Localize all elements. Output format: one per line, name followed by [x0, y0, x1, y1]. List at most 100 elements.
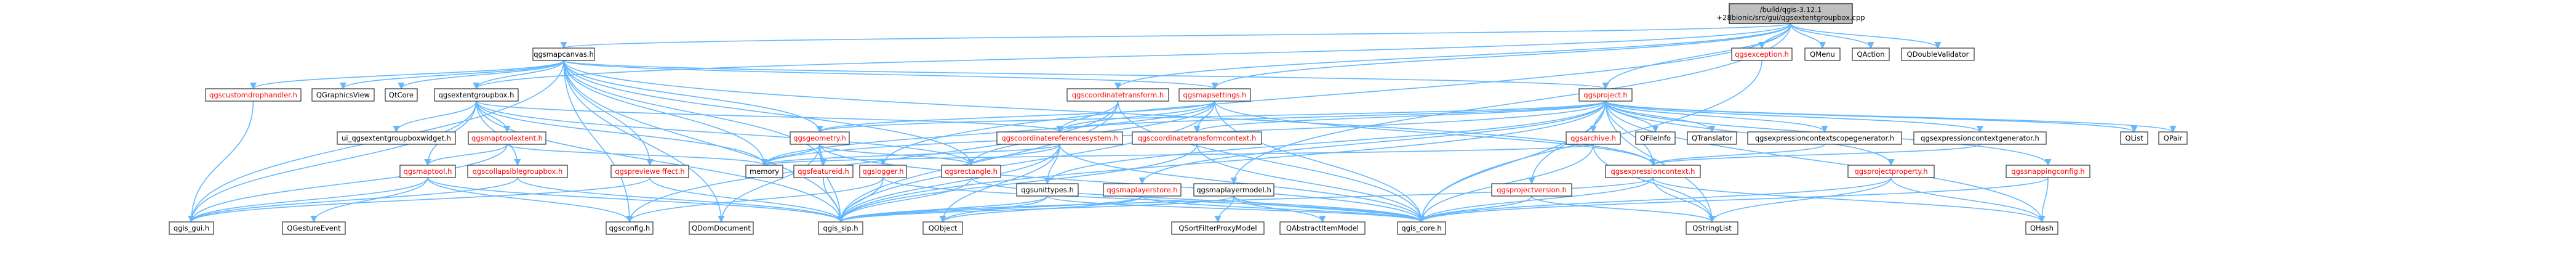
- node-qmenu[interactable]: QMenu: [1804, 47, 1841, 61]
- edge-qgsprojectproperty-to-qgis-core: [1418, 177, 1892, 223]
- node-qpair[interactable]: QPair: [2158, 131, 2188, 145]
- node-box: [1171, 221, 1265, 235]
- node-box: [1804, 47, 1841, 61]
- node-label: QMenu: [1810, 50, 1835, 59]
- node-qgsexception[interactable]: qgsexception.h: [1731, 47, 1793, 61]
- node-qlist[interactable]: QList: [2120, 131, 2148, 145]
- node-qtcore[interactable]: QtCore: [385, 88, 418, 102]
- edge-qgsmapsettings-to-qgis-core: [1214, 100, 1425, 223]
- edge-qgsmapsettings-to-memory: [761, 100, 1215, 166]
- node-qgsprojectproperty[interactable]: qgsprojectproperty.h: [1847, 165, 1935, 178]
- node-label: QAction: [1857, 50, 1884, 59]
- node-qgsmapsettings[interactable]: qgsmapsettings.h: [1178, 88, 1251, 102]
- node-ui-qgsextentgroupboxwidget[interactable]: ui_qgsextentgroupboxwidget.h: [337, 131, 456, 145]
- node-box: [468, 131, 546, 145]
- edge-qgsmapcanvas-to-qgspreviewe-ffect: [563, 60, 654, 166]
- node-box: [606, 221, 654, 235]
- edge-qgsarchive-to-memory: [761, 144, 1594, 166]
- node-qgsrectangle[interactable]: qgsrectangle.h: [941, 165, 1001, 178]
- node-label: qgscustomdrophandler.h: [209, 91, 297, 99]
- node-qgsunittypes[interactable]: qgsunittypes.h: [1016, 183, 1079, 197]
- node-label: qgis_sip.h: [823, 224, 858, 232]
- node-box: [1397, 221, 1446, 235]
- node-qgsarchive[interactable]: qgsarchive.h: [1566, 131, 1621, 145]
- node-label: QSortFilterProxyModel: [1178, 224, 1257, 232]
- edge-qgsproject-to-qhash: [1605, 100, 2046, 223]
- node-qobject[interactable]: QObject: [922, 221, 963, 235]
- edge-qgspreviewe-ffect-to-qgis-sip: [649, 177, 844, 223]
- edge-qgsmaptoolextent-to-qgsmaptool: [424, 144, 508, 166]
- node-qgestureevent[interactable]: QGestureEvent: [282, 221, 346, 235]
- node-qgis-gui[interactable]: qgis_gui.h: [169, 221, 214, 235]
- node-qgsexpressioncontext[interactable]: qgsexpressioncontext.h: [1605, 165, 1701, 178]
- edge-root-to-qgsmaplayermodel: [1230, 23, 1791, 185]
- node-qstringlist[interactable]: QStringList: [1686, 221, 1738, 235]
- node-qgsmaplayerstore[interactable]: qgsmaplayerstore.h: [1103, 183, 1182, 197]
- node-qaction[interactable]: QAction: [1852, 47, 1890, 61]
- node-qgsexpressioncontextgenerator[interactable]: qgsexpressioncontextgenerator.h: [1913, 131, 2047, 145]
- edge-root-to-qgsmapsettings: [1211, 23, 1791, 90]
- node-box: [1578, 88, 1633, 102]
- edge-qgsexpressioncontext-to-qgis-core: [1418, 177, 1654, 223]
- node-label: QStringList: [1692, 224, 1732, 232]
- node-qgslogger[interactable]: qgslogger.h: [859, 165, 907, 178]
- node-qgsmaplayermodel[interactable]: qgsmaplayermodel.h: [1193, 183, 1274, 197]
- edge-root-to-qdoublevalidator: [1790, 23, 1942, 49]
- node-qgscoordinatetransform[interactable]: qgscoordinatetransform.h: [1066, 88, 1169, 102]
- node-label: qgsprojectversion.h: [1497, 186, 1567, 194]
- node-qgspreviewe-ffect[interactable]: qgspreviewe ffect.h: [610, 165, 689, 178]
- edge-qgsproject-to-qgsexpressioncontext: [1605, 100, 1657, 166]
- node-qgraphicsview[interactable]: QGraphicsView: [311, 88, 375, 102]
- node-qgsproject[interactable]: qgsproject.h: [1578, 88, 1633, 102]
- node-qsortfilterproxymodel[interactable]: QSortFilterProxyModel: [1171, 221, 1265, 235]
- node-qgsmaptool[interactable]: qgsmaptool.h: [399, 165, 456, 178]
- node-box: [1635, 131, 1676, 145]
- node-qgscollapsiblegroupbox[interactable]: qgscollapsiblegroupbox.h: [467, 165, 568, 178]
- node-qgsgeometry[interactable]: qgsgeometry.h: [790, 131, 850, 145]
- node-qgscustomdrophandler[interactable]: qgscustomdrophandler.h: [205, 88, 302, 102]
- node-label: qgsmapcanvas.h: [534, 50, 594, 59]
- edge-qgscoordinatereferencesystem-to-qgis-sip: [837, 144, 1060, 223]
- edge-qgsprojectversion-to-qgis-core: [1418, 195, 1532, 223]
- node-qgsprojectversion[interactable]: qgsprojectversion.h: [1491, 183, 1572, 197]
- node-label: qgsunittypes.h: [1021, 186, 1074, 194]
- node-label: qgis_core.h: [1401, 224, 1441, 232]
- edge-qgsmapcanvas-to-qgsrectangle: [563, 60, 975, 166]
- node-qgscoordinatetransformcontext[interactable]: qgscoordinatetransformcontext.h: [1132, 131, 1262, 145]
- node-qfileinfo[interactable]: QFileInfo: [1635, 131, 1676, 145]
- node-qgsmaptoolextent[interactable]: qgsmaptoolextent.h: [468, 131, 546, 145]
- node-qdomdocument[interactable]: QDomDocument: [689, 221, 754, 235]
- node-qgis-sip[interactable]: qgis_sip.h: [818, 221, 863, 235]
- node-qhash[interactable]: QHash: [2025, 221, 2058, 235]
- node-box: [532, 47, 595, 61]
- node-box: [1566, 131, 1621, 145]
- node-qgsfeatureid[interactable]: qgsfeatureid.h: [793, 165, 854, 178]
- node-box: [2120, 131, 2148, 145]
- node-qdoublevalidator[interactable]: QDoubleValidator: [1901, 47, 1975, 61]
- node-qgsconfig[interactable]: qgsconfig.h: [606, 221, 654, 235]
- node-box: [790, 131, 850, 145]
- node-qgsmapcanvas[interactable]: qgsmapcanvas.h: [532, 47, 595, 61]
- node-qabstractitemmodel[interactable]: QAbstractItemModel: [1279, 221, 1366, 235]
- edge-qgsprojectproperty-to-qstringlist: [1708, 177, 1892, 223]
- node-qgscoordinatereferencesystem[interactable]: qgscoordinatereferencesystem.h: [996, 131, 1123, 145]
- node-box: [1132, 131, 1262, 145]
- node-qtranslator[interactable]: QTranslator: [1687, 131, 1737, 145]
- node-memory[interactable]: memory: [745, 165, 783, 178]
- edge-qgsextentgroupbox-to-memory: [476, 100, 768, 166]
- node-qgis-core[interactable]: qgis_core.h: [1397, 221, 1446, 235]
- node-label: qgscoordinatetransformcontext.h: [1138, 134, 1257, 142]
- edge-qgsmaplayermodel-to-qsortfilterproxymodel: [1214, 195, 1234, 223]
- node-box: [1279, 221, 1366, 235]
- node-label: qgsexpressioncontextscopegenerator.h: [1755, 134, 1894, 142]
- node-box: [1016, 183, 1079, 197]
- node-label: ui_qgsextentgroupboxwidget.h: [342, 134, 451, 142]
- node-qgssnappingconfig[interactable]: qgssnappingconfig.h: [2006, 165, 2090, 178]
- node-label: qgsmaplayerstore.h: [1106, 186, 1177, 194]
- node-label: qgscollapsiblegroupbox.h: [473, 167, 563, 176]
- node-box: [996, 131, 1123, 145]
- edge-qgsextentgroupbox-to-ui-qgsextentgroupboxwidget: [393, 100, 477, 133]
- node-qgsextentgroupbox[interactable]: qgsextentgroupbox.h: [434, 88, 519, 102]
- node-qgsexpressioncontextscopegenerator[interactable]: qgsexpressioncontextscopegenerator.h: [1747, 131, 1902, 145]
